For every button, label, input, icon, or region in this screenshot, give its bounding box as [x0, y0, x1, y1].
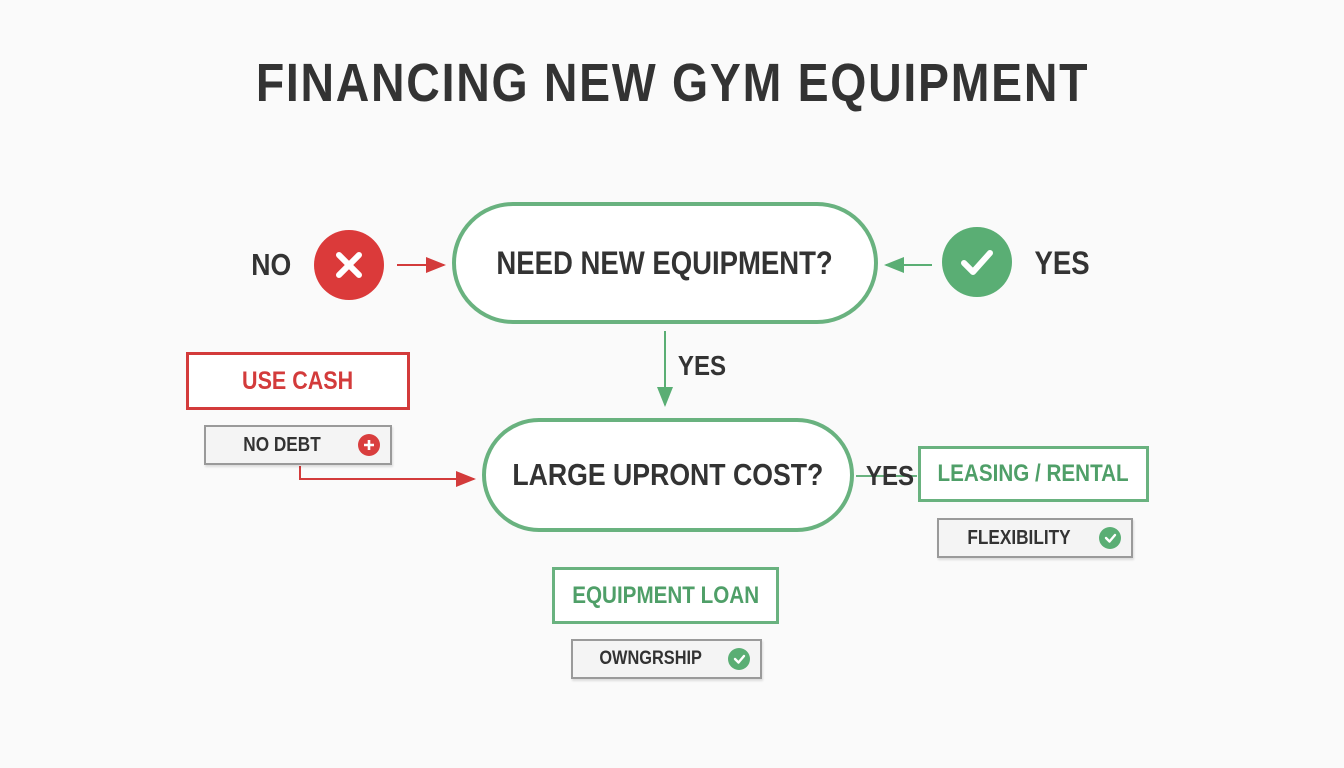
- arrow-cash-to-cost: [299, 466, 476, 487]
- yes-label-cost: YES: [865, 460, 915, 491]
- plus-circle-icon: [358, 434, 380, 456]
- x-circle-icon: [314, 230, 384, 300]
- yes-label-down: YES: [677, 350, 727, 381]
- no-debt-tag: NO DEBT: [204, 425, 392, 465]
- diagram-title: FINANCING NEW GYM EQUIPMENT: [255, 53, 1089, 113]
- flexibility-tag: FLEXIBILITY: [937, 518, 1133, 558]
- check-circle-icon: [942, 227, 1012, 297]
- equipment-loan-box: EQUIPMENT LOAN: [552, 567, 779, 624]
- use-cash-box: USE CASH: [186, 352, 410, 410]
- yes-label-right: YES: [1034, 245, 1090, 281]
- check-circle-icon: [728, 648, 750, 670]
- leasing-rental-box: LEASING / RENTAL: [918, 446, 1149, 502]
- need-equipment-node: NEED NEW EQUIPMENT?: [452, 202, 878, 324]
- ownership-tag: OWNGRSHIP: [571, 639, 762, 679]
- upfront-cost-node: LARGE UPRONT COST?: [482, 418, 854, 532]
- check-circle-icon: [1099, 527, 1121, 549]
- no-label: NO: [251, 247, 292, 282]
